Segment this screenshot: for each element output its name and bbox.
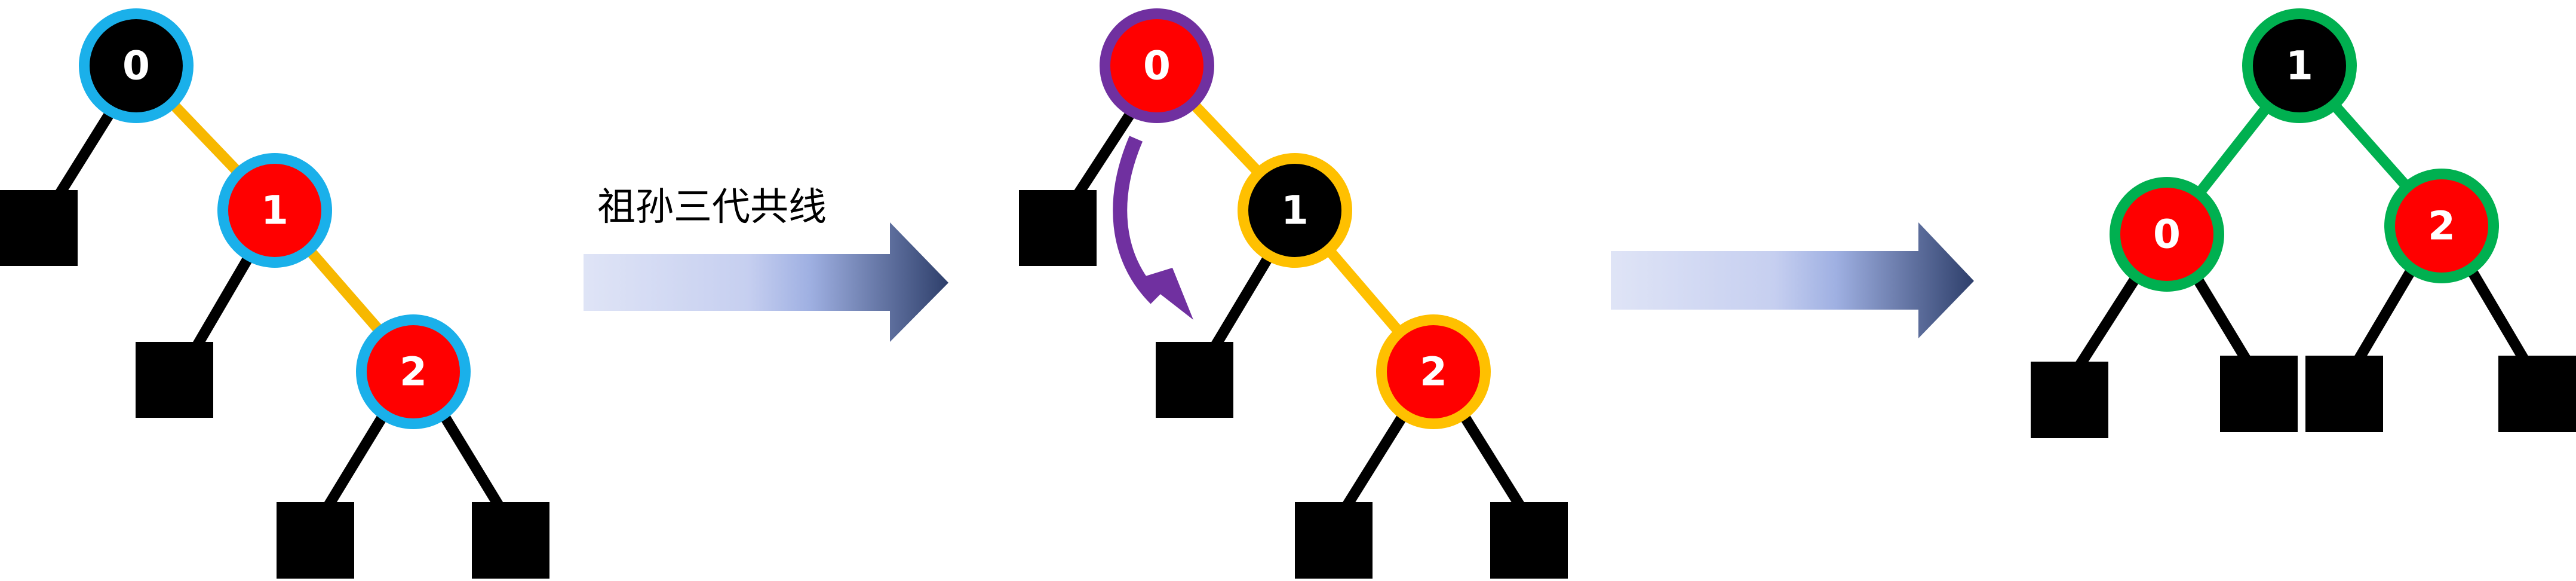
node-label: 1	[261, 188, 288, 234]
tree-after: 1 0 2	[2031, 8, 2576, 438]
nil-leaf	[2498, 356, 2576, 432]
nil-leaf	[1490, 502, 1568, 579]
node-1: 1	[2242, 8, 2357, 123]
node-label: 0	[122, 43, 150, 89]
nil-leaf	[2031, 362, 2108, 438]
nil-leaf	[1019, 190, 1097, 266]
nil-leaf	[2305, 356, 2383, 432]
node-label: 0	[2153, 212, 2181, 258]
node-label: 2	[2428, 203, 2455, 249]
node-1: 1	[1238, 153, 1352, 268]
node-label: 2	[1420, 349, 1447, 395]
transition-arrow-2	[1611, 222, 1974, 338]
nil-leaf	[472, 502, 549, 579]
node-2: 2	[1376, 314, 1491, 429]
nil-leaf	[277, 502, 354, 579]
nil-leaf	[136, 342, 213, 418]
tree-before: 0 1 2	[0, 8, 549, 579]
transition-arrow-1	[584, 222, 948, 342]
node-1: 1	[217, 153, 332, 268]
nil-leaf	[0, 190, 78, 266]
node-label: 1	[1281, 188, 1309, 234]
caption-text: 祖孙三代共线	[597, 185, 827, 230]
node-0: 0	[2110, 177, 2224, 292]
tree-rotating: 0 1 2	[1019, 8, 1568, 579]
nil-leaf	[1295, 502, 1373, 579]
node-0: 0	[1100, 8, 1214, 123]
node-0: 0	[79, 8, 194, 123]
node-label: 1	[2286, 43, 2313, 89]
nil-leaf	[1156, 342, 1233, 418]
node-2: 2	[356, 314, 471, 429]
nil-leaf	[2220, 356, 2298, 432]
node-label: 2	[400, 349, 427, 395]
node-2: 2	[2384, 169, 2499, 283]
node-label: 0	[1143, 43, 1171, 89]
rotation-arrow-icon	[1113, 136, 1193, 320]
